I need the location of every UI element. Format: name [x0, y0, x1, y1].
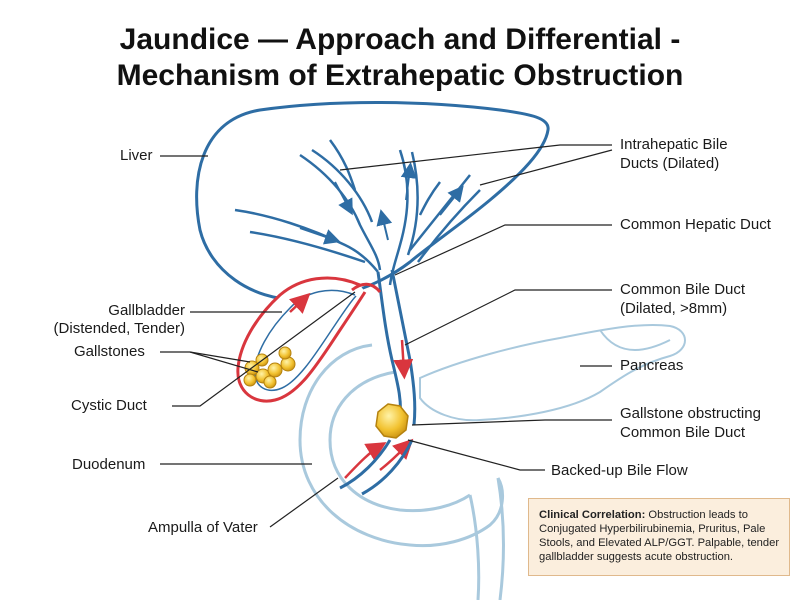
- backed-up-arrows: [289, 292, 414, 479]
- label-ampulla: Ampulla of Vater: [148, 519, 258, 536]
- label-intrahepatic-1: Intrahepatic Bile: [620, 136, 728, 153]
- liver-outline: [195, 101, 550, 302]
- title-line-1: Jaundice — Approach and Differential -: [119, 23, 681, 56]
- label-liver: Liver: [120, 147, 153, 164]
- duodenum-shape: [298, 343, 504, 548]
- label-gallstones: Gallstones: [74, 343, 145, 360]
- label-duodenum: Duodenum: [72, 456, 146, 473]
- note-body: Obstruction leads to Conjugated Hyperbil…: [539, 509, 780, 563]
- label-intrahepatic-2: Ducts (Dilated): [620, 155, 720, 172]
- label-cbd-1: Common Bile Duct: [620, 281, 746, 298]
- common-bile-duct: [376, 271, 402, 421]
- label-obstructing-2: Common Bile Duct: [620, 424, 746, 441]
- cystic-duct-shape: [351, 282, 382, 293]
- obstructing-stone: [375, 403, 409, 439]
- label-obstructing-1: Gallstone obstructing: [620, 405, 761, 422]
- title-line-2: Mechanism of Extrahepatic Obstruction: [116, 59, 684, 92]
- clinical-correlation-box: Clinical Correlation: Obstruction leads …: [528, 498, 790, 576]
- label-cbd-2: (Dilated, >8mm): [620, 300, 728, 317]
- label-gallbladder-1: Gallbladder: [108, 302, 185, 319]
- pancreas-shape: [419, 323, 686, 422]
- note-heading: Clinical Correlation:: [539, 509, 646, 521]
- leader-lines: [160, 144, 613, 528]
- label-gallbladder-2: (Distended, Tender): [53, 320, 185, 337]
- label-common-hepatic-duct: Common Hepatic Duct: [620, 216, 771, 233]
- label-cystic-duct: Cystic Duct: [71, 397, 147, 414]
- label-pancreas: Pancreas: [620, 357, 684, 374]
- label-backed-up-flow: Backed-up Bile Flow: [551, 462, 688, 479]
